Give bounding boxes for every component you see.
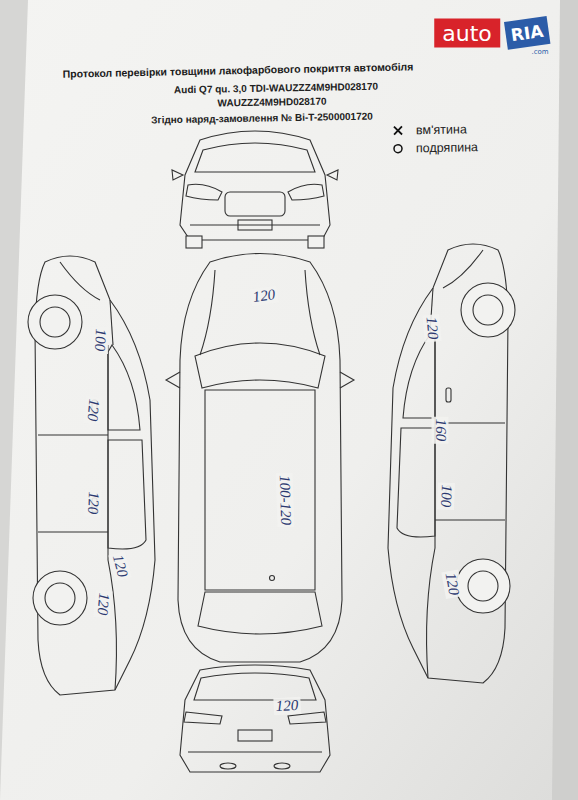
thickness-value: 100 <box>91 326 109 353</box>
left-side-view <box>28 256 155 695</box>
legend-entry: подряпина <box>392 140 478 155</box>
front-view <box>172 131 338 248</box>
logo-suffix: .com <box>531 48 548 56</box>
thickness-value: 120 <box>273 697 300 715</box>
legend-text: вм'ятина <box>416 122 467 137</box>
logo-word: RIA <box>504 16 550 50</box>
logo-word: auto <box>434 19 500 48</box>
thickness-value: 120 <box>250 286 279 307</box>
thickness-value: 100 <box>437 482 455 509</box>
right-side-view <box>388 244 515 683</box>
scratch-symbol <box>392 143 404 155</box>
thickness-value: 120 <box>422 314 441 342</box>
thickness-value: 120 <box>84 489 102 516</box>
vin-line: WAUZZZ4M9HD028170 <box>217 96 326 109</box>
thickness-value: 120 <box>83 396 102 424</box>
thickness-value: 160 <box>432 417 449 444</box>
dent-symbol <box>392 124 404 136</box>
legend-entry: вм'ятина <box>392 122 467 137</box>
legend-text: подряпина <box>416 140 478 155</box>
thickness-value: 100-120 <box>276 473 295 528</box>
top-view <box>166 254 354 663</box>
rear-view <box>180 665 330 772</box>
thickness-value: 120 <box>93 590 112 618</box>
